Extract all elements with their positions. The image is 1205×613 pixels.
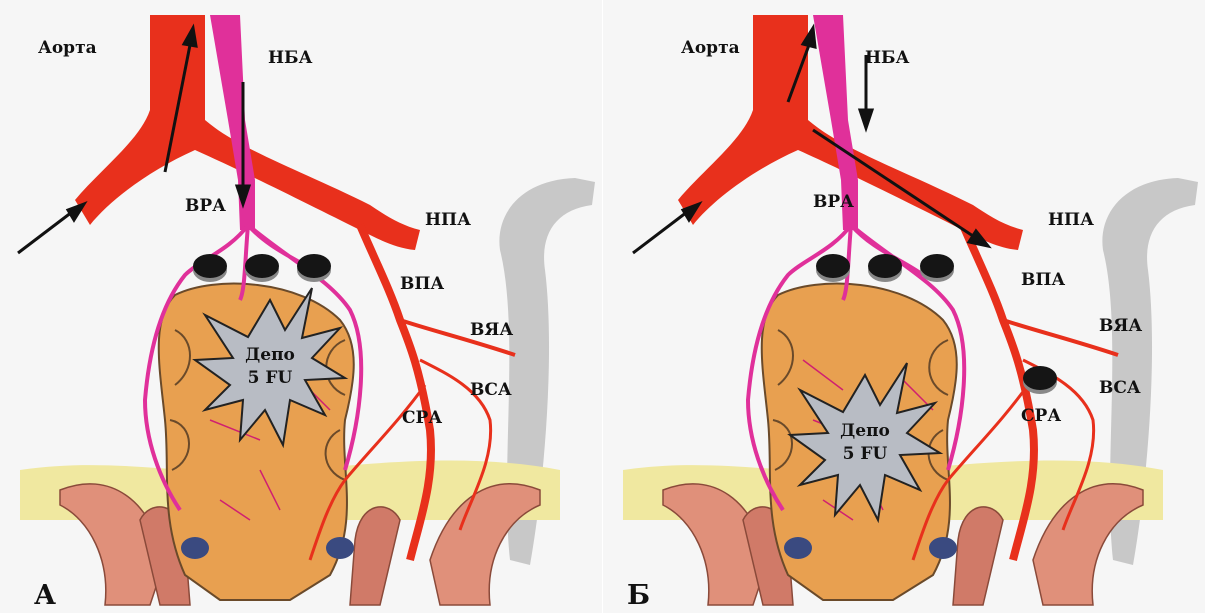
label-sra: СРА [1021,406,1061,426]
venous-plexus-right [326,537,354,559]
depot-label: Депо 5 FU [225,344,315,390]
label-aorta: Аорта [38,38,97,58]
label-vpa: ВПА [1021,270,1065,290]
panel-b: Аорта НБА ВРА НПА ВПА ВЯА ВСА СРА Депо 5… [603,0,1205,613]
label-nba: НБА [268,48,312,68]
depot-label: Депо 5 FU [820,420,910,466]
label-sra: СРА [402,408,442,428]
depot-line-2: 5 FU [225,367,315,390]
label-npa: НПА [425,210,471,230]
venous-plexus-left [181,537,209,559]
panel-letter: Б [627,580,650,611]
venous-plexus-left [784,537,812,559]
label-vya: ВЯА [1099,316,1142,336]
venous-plexus-right [929,537,957,559]
depot-line-2: 5 FU [820,443,910,466]
label-vra: ВРА [185,196,226,216]
label-vpa: ВПА [400,274,444,294]
occluder-4 [1023,366,1057,390]
label-aorta: Аорта [681,38,740,58]
label-vra: ВРА [813,192,854,212]
occluder-1 [193,254,227,278]
panel-a-illustration [0,0,602,613]
occluder-2 [245,254,279,278]
depot-line-1: Депо [820,420,910,443]
label-npa: НПА [1048,210,1094,230]
occluder-2 [868,254,902,278]
panel-a: Аорта НБА ВРА НПА ВПА ВЯА ВСА СРА Депо 5… [0,0,602,613]
label-nba: НБА [865,48,909,68]
panel-letter: А [34,580,56,611]
label-vsa: ВСА [1099,378,1141,398]
panel-b-illustration [603,0,1205,613]
occluder-group [193,254,331,282]
occluder-1 [816,254,850,278]
depot-line-1: Депо [225,344,315,367]
label-vya: ВЯА [470,320,513,340]
label-vsa: ВСА [470,380,512,400]
occluder-3 [297,254,331,278]
occluder-3 [920,254,954,278]
